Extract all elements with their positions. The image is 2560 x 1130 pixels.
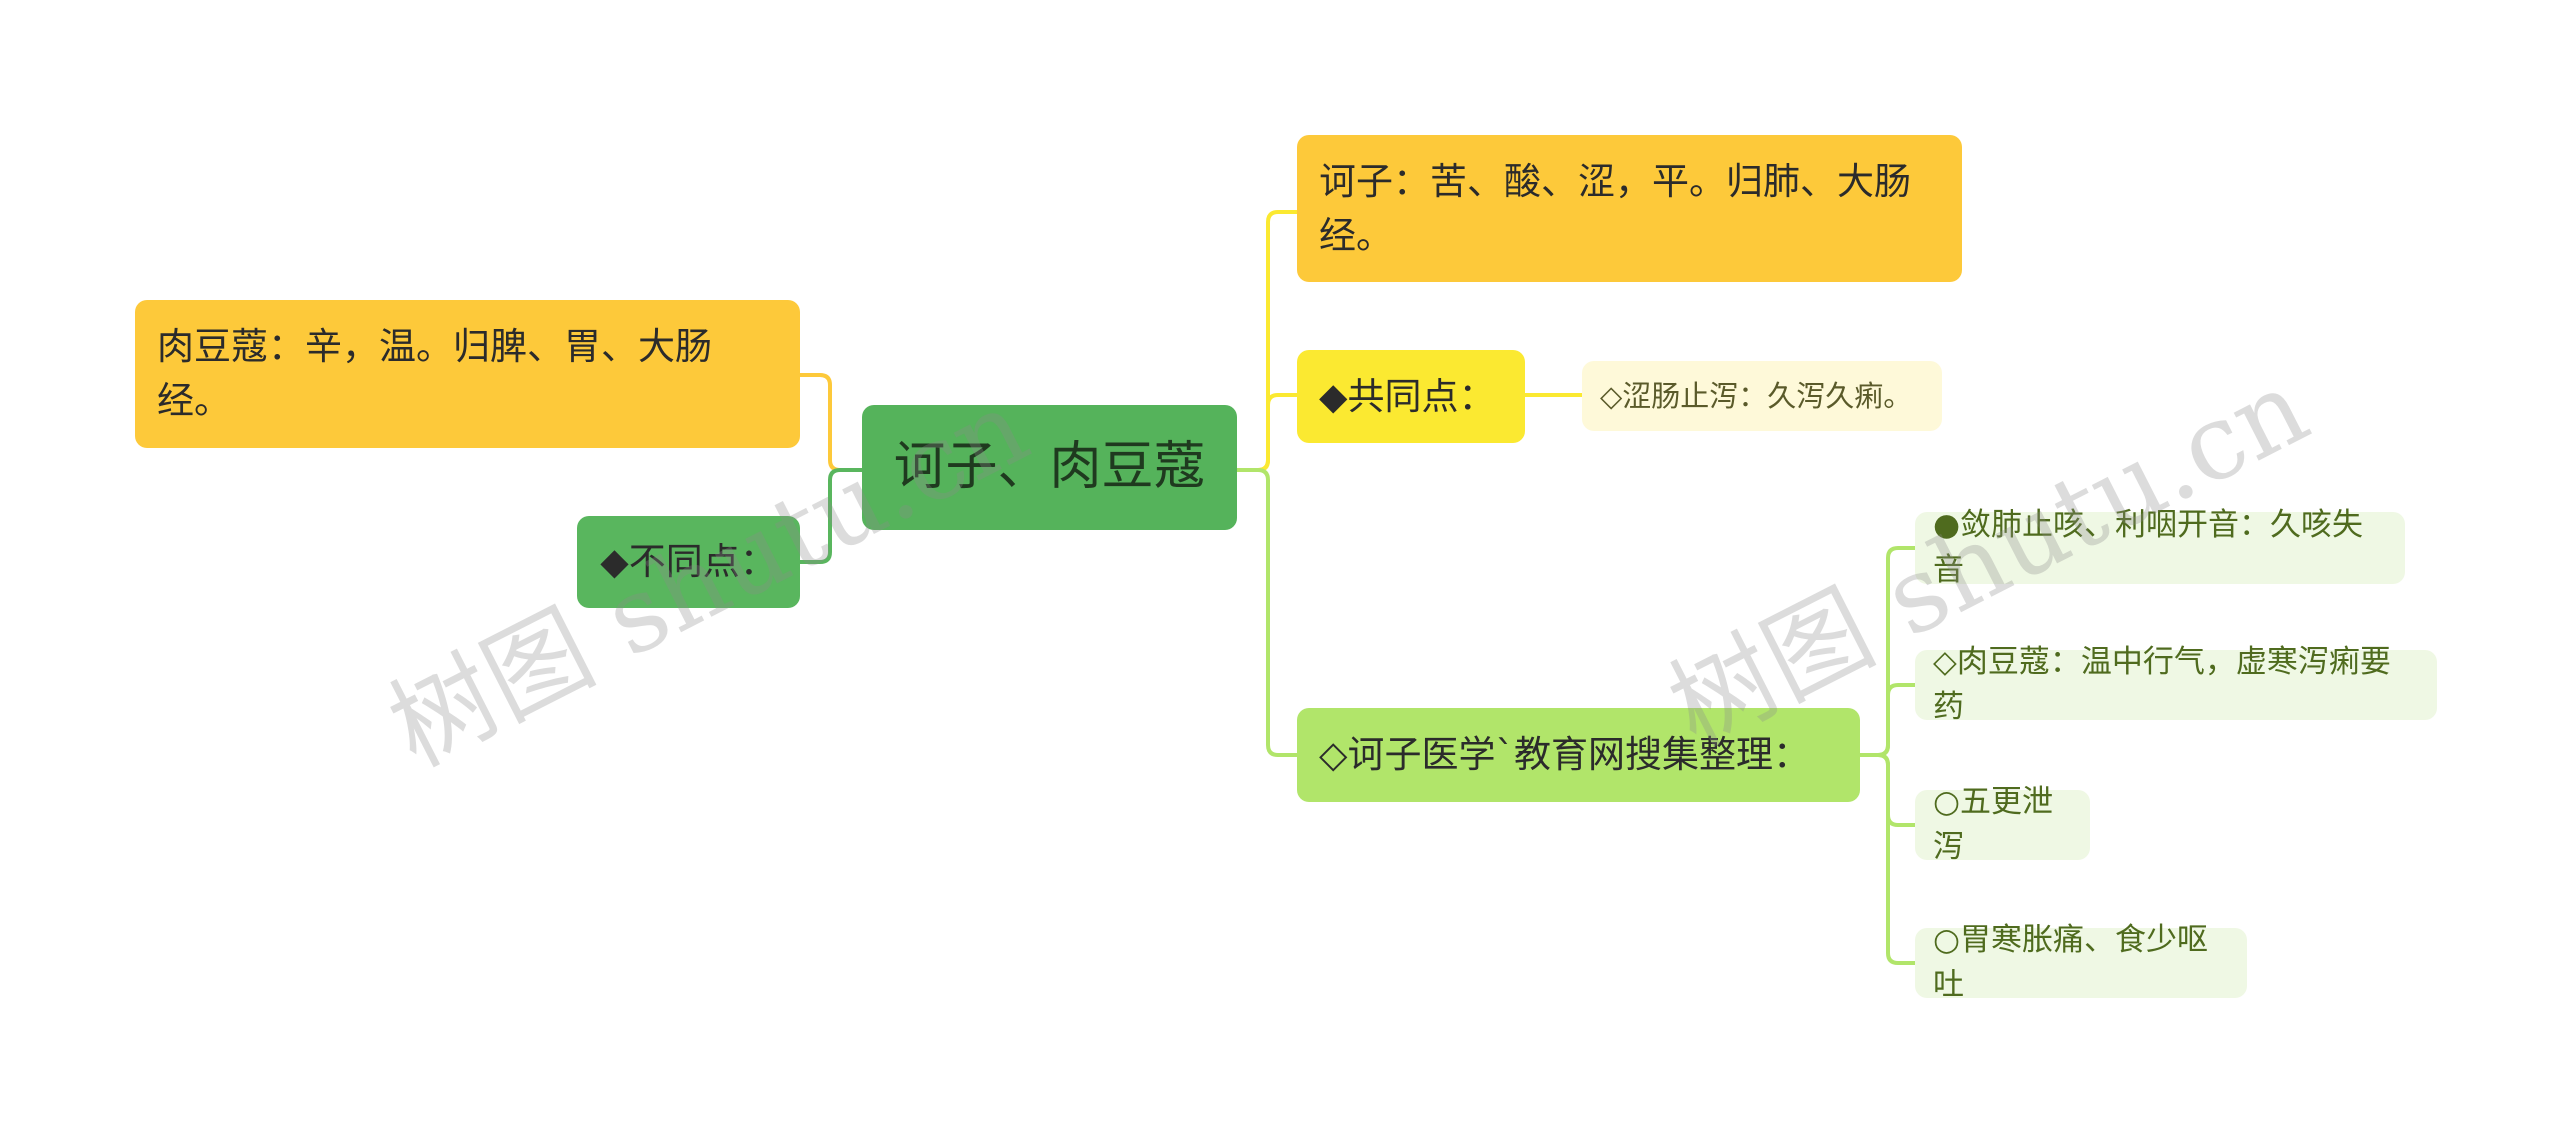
node-detail-0[interactable]: ●敛肺止咳、利咽开音：久咳失音 (1915, 507, 2405, 588)
node-butongdian-label: ◆不同点： (600, 540, 777, 584)
node-detail-0-label: ●敛肺止咳、利咽开音：久咳失音 (1933, 507, 2364, 588)
node-gongtongdian-detail-label: ◇涩肠止泻：久泻久痢。 (1600, 378, 1913, 413)
node-detail-3-label: ○胃寒胀痛、食少呕吐 (1933, 922, 2209, 1003)
node-detail-3[interactable]: ○胃寒胀痛、食少呕吐 (1915, 922, 2247, 1003)
node-butongdian[interactable]: ◆不同点： (577, 516, 800, 608)
node-roudoukou-label: 肉豆蔻：辛，温。归脾、胃、大肠经。 (157, 325, 712, 422)
node-hezi-collect[interactable]: ◇诃子医学`教育网搜集整理： (1297, 708, 1860, 802)
node-hezi-collect-label: ◇诃子医学`教育网搜集整理： (1319, 733, 1810, 777)
node-gongtongdian[interactable]: ◆共同点： (1297, 350, 1525, 443)
node-hezi-label: 诃子：苦、酸、涩，平。归肺、大肠经。 (1319, 159, 1911, 257)
node-roudoukou[interactable]: 肉豆蔻：辛，温。归脾、胃、大肠经。 (135, 300, 800, 448)
connector-detail-1 (1860, 683, 1915, 757)
connector-butongdian (800, 468, 862, 564)
node-detail-1[interactable]: ◇肉豆蔻：温中行气，虚寒泻痢要药 (1915, 644, 2437, 725)
node-detail-1-label: ◇肉豆蔻：温中行气，虚寒泻痢要药 (1933, 644, 2391, 725)
node-detail-2[interactable]: ○五更泄泻 (1915, 784, 2090, 865)
connector-gongtongdian (1237, 393, 1297, 472)
node-hezi[interactable]: 诃子：苦、酸、涩，平。归肺、大肠经。 (1297, 135, 1962, 282)
node-detail-2-label: ○五更泄泻 (1933, 784, 2054, 865)
node-gongtongdian-detail[interactable]: ◇涩肠止泻：久泻久痢。 (1582, 361, 1942, 431)
connector-detail-3 (1860, 753, 1915, 965)
node-gongtongdian-label: ◆共同点： (1319, 374, 1496, 418)
central-node-label: 诃子、肉豆蔻 (893, 436, 1206, 497)
connector-hezi-collect (1237, 468, 1297, 757)
connector-roudoukou (800, 373, 862, 472)
central-node[interactable]: 诃子、肉豆蔻 (862, 405, 1237, 530)
